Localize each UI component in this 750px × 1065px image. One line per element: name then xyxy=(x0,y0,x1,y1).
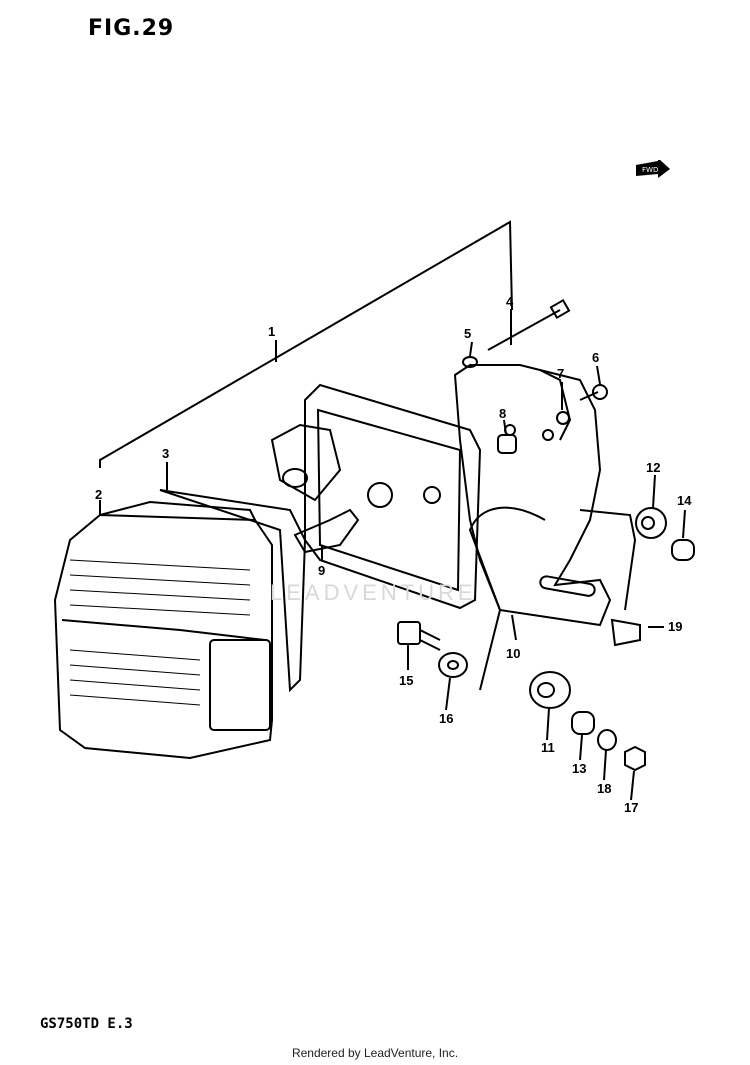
callout-14: 14 xyxy=(677,493,692,508)
socket-plate xyxy=(270,423,342,502)
callout-13: 13 xyxy=(572,761,586,776)
callout-6: 6 xyxy=(592,350,599,365)
bolt-4 xyxy=(487,309,561,351)
callout-7: 7 xyxy=(557,366,564,381)
wire xyxy=(468,506,546,691)
callout-17: 17 xyxy=(624,800,638,815)
gasket xyxy=(159,489,307,693)
leader-1 xyxy=(99,220,513,468)
callout-9: 9 xyxy=(318,563,325,578)
forward-arrow-icon: FWD xyxy=(636,160,670,178)
callout-8: 8 xyxy=(499,406,506,421)
callout-12: 12 xyxy=(646,460,660,475)
callout-3: 3 xyxy=(162,446,169,461)
callout-18: 18 xyxy=(597,781,611,796)
callout-2: 2 xyxy=(95,487,102,502)
callout-5: 5 xyxy=(464,326,471,341)
reflector xyxy=(209,639,271,731)
fwd-label: FWD xyxy=(642,166,658,174)
lamp-lens xyxy=(53,513,273,760)
callout-19: 19 xyxy=(668,619,682,634)
watermark: LEADVENTURE xyxy=(270,580,477,605)
callout-10: 10 xyxy=(506,646,520,661)
figure-title: FIG.29 xyxy=(88,16,175,41)
callout-11: 11 xyxy=(541,740,555,755)
bracket-slot xyxy=(539,575,596,597)
callout-15: 15 xyxy=(399,673,413,688)
callout-16: 16 xyxy=(439,711,453,726)
footer-credit: Rendered by LeadVenture, Inc. xyxy=(291,1046,459,1060)
model-code: GS750TD E.3 xyxy=(40,1016,133,1032)
bulb-9 xyxy=(293,508,360,554)
callout-4: 4 xyxy=(506,294,514,309)
callout-1: 1 xyxy=(268,324,275,339)
lamp-base xyxy=(304,383,482,610)
